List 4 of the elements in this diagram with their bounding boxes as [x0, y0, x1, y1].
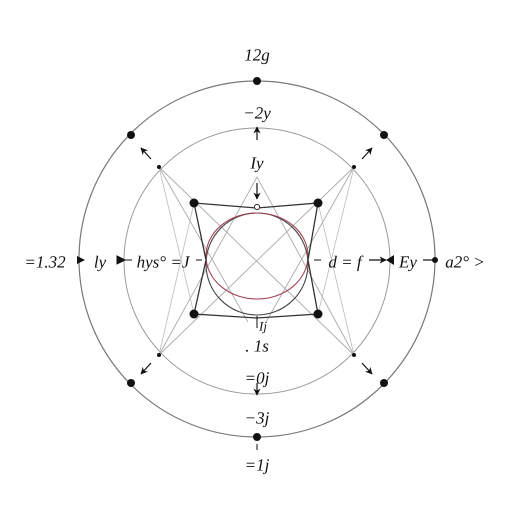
formula-label: a2° >	[445, 254, 485, 270]
formula-label: =1.32	[24, 254, 66, 270]
formula-label: 12g	[244, 46, 270, 64]
formula-label: =1j	[244, 456, 270, 474]
